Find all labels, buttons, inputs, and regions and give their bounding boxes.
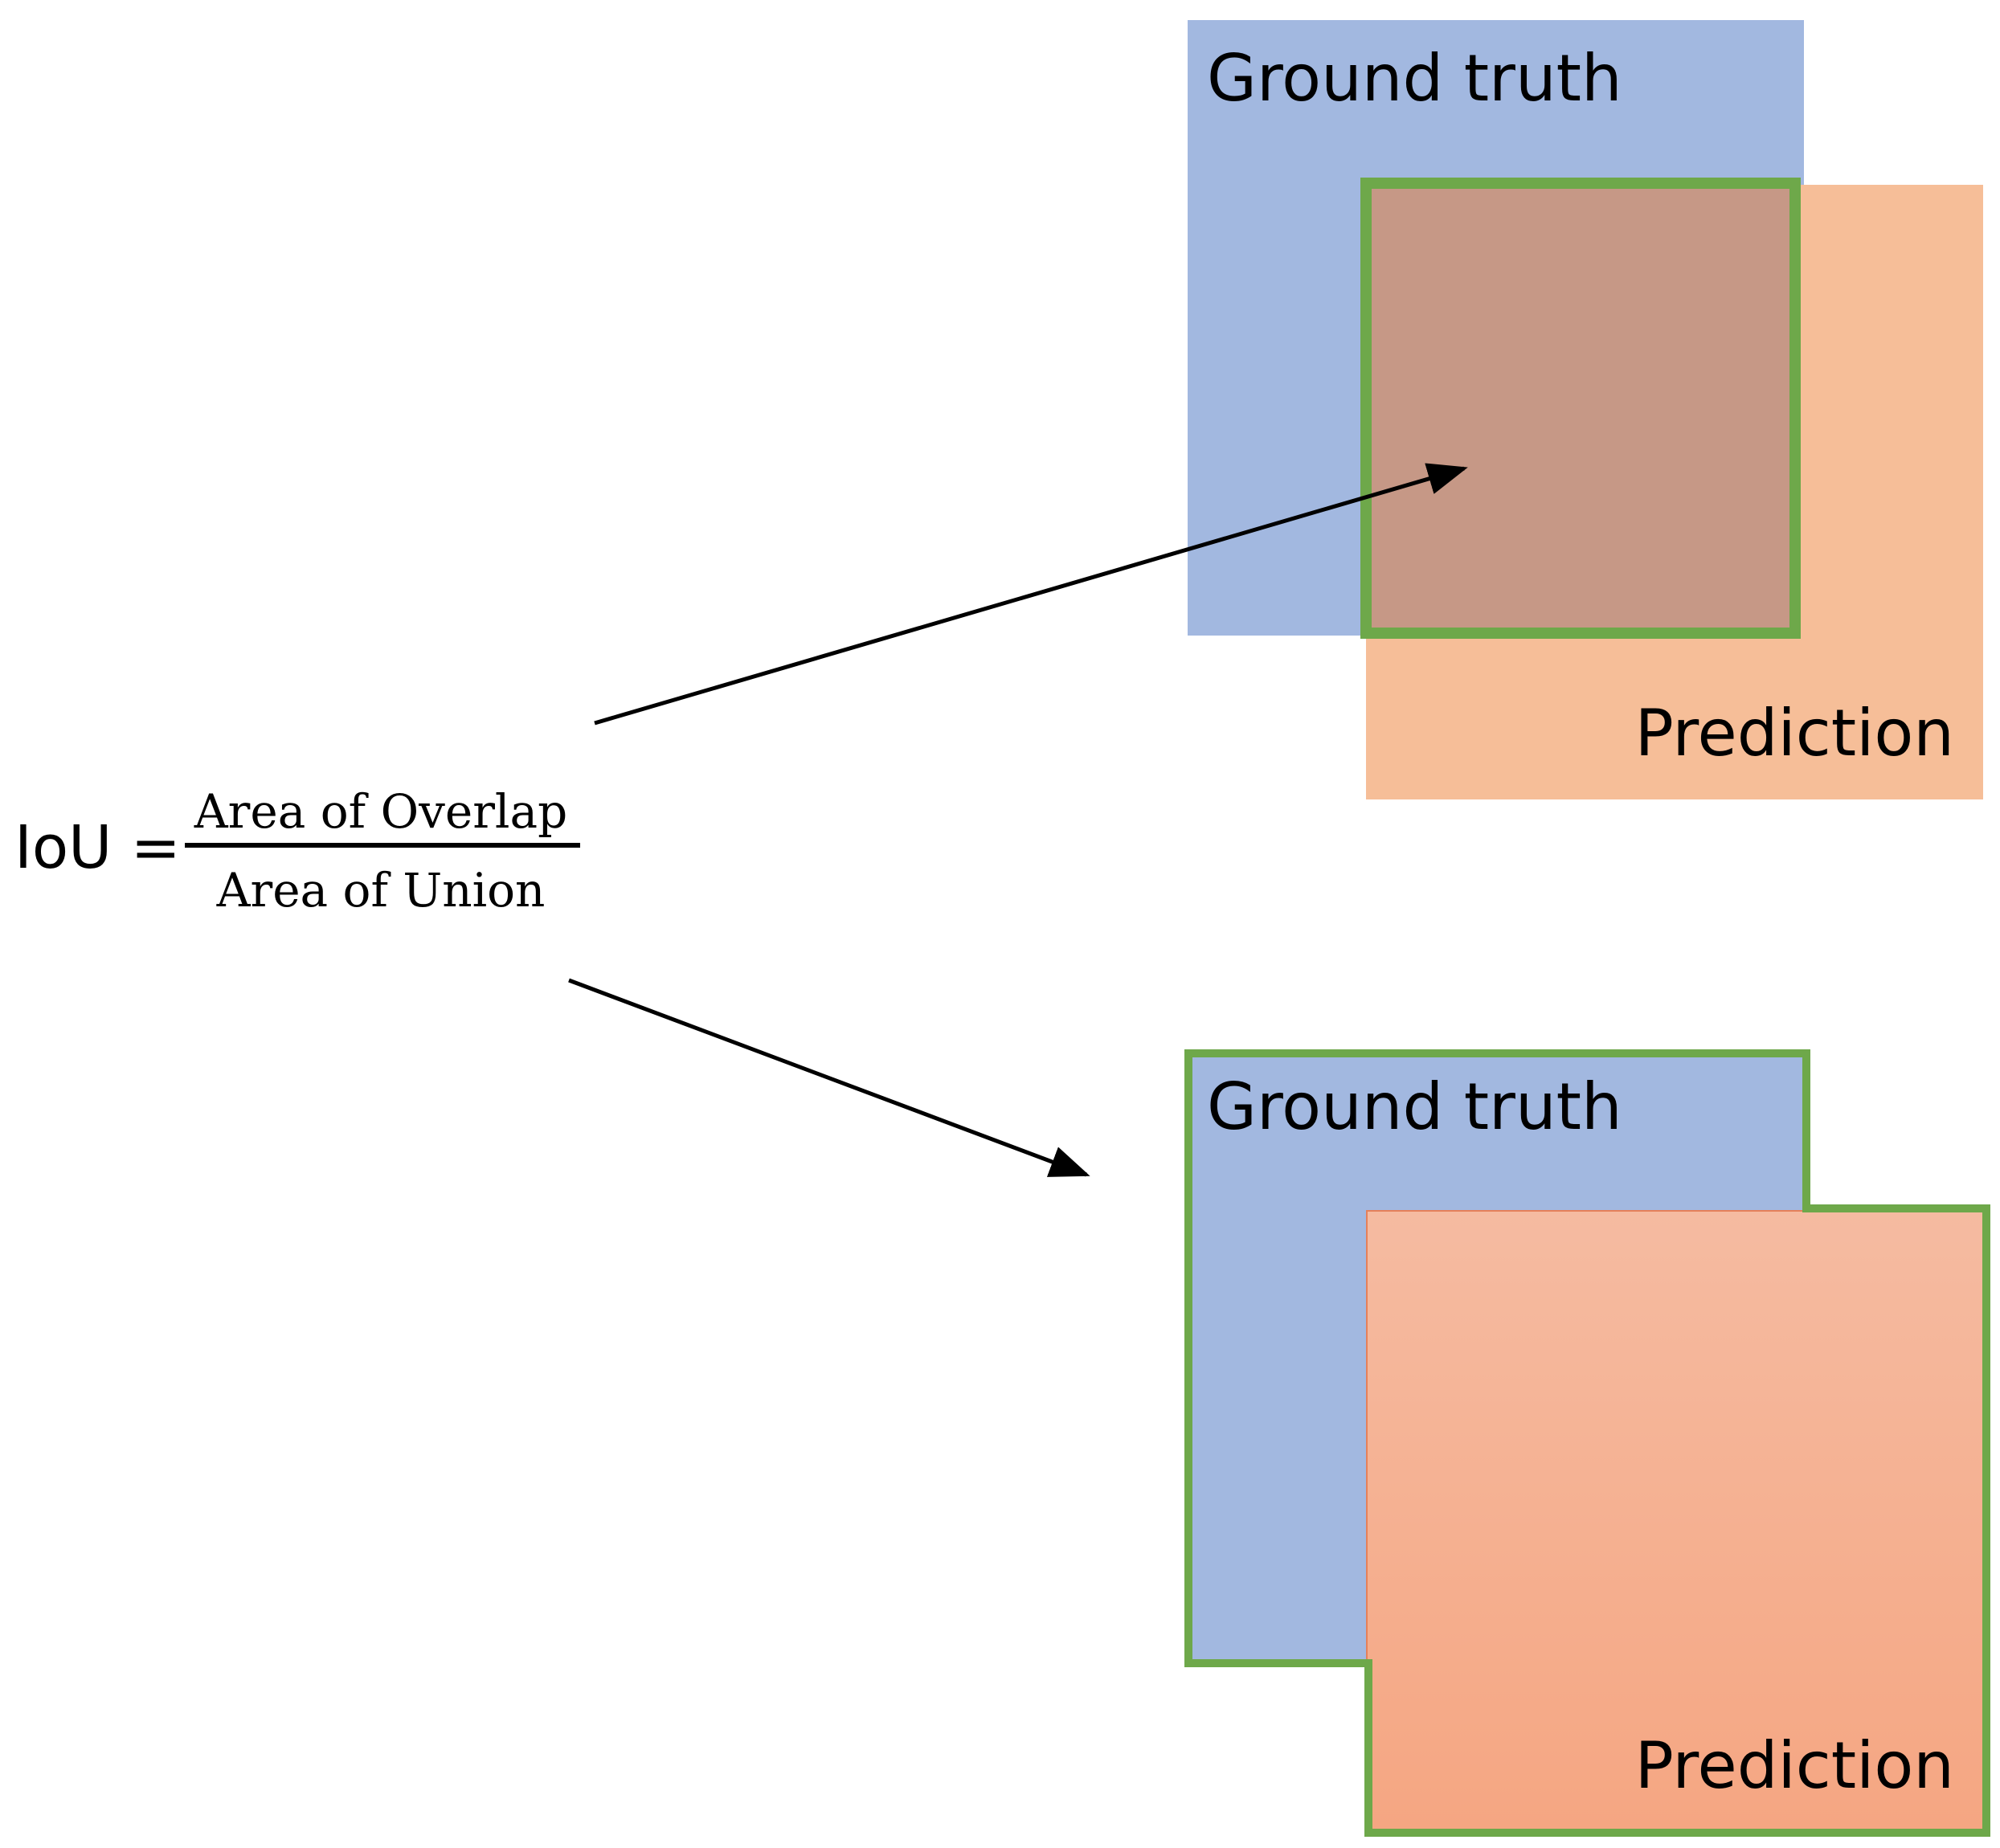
arrow-to-overlap bbox=[594, 463, 1468, 726]
bottom-union-outline bbox=[1184, 1049, 1990, 1837]
iou-numerator: Area of Overlap bbox=[194, 784, 567, 839]
iou-formula: IoU = Area of Overlap Area of Union bbox=[14, 784, 580, 918]
top-example: Ground truth Prediction bbox=[1188, 20, 1983, 799]
bottom-prediction-label: Prediction bbox=[1635, 1728, 1954, 1803]
bottom-example: Ground truth Prediction bbox=[1184, 1049, 1990, 1837]
iou-lhs: IoU = bbox=[14, 813, 181, 882]
bottom-ground-truth-label: Ground truth bbox=[1207, 1069, 1622, 1144]
arrow-to-union bbox=[568, 978, 1090, 1177]
top-ground-truth-label: Ground truth bbox=[1207, 41, 1622, 116]
top-overlap-region bbox=[1360, 178, 1801, 639]
iou-denominator: Area of Union bbox=[216, 863, 546, 918]
top-prediction-label: Prediction bbox=[1635, 696, 1954, 771]
